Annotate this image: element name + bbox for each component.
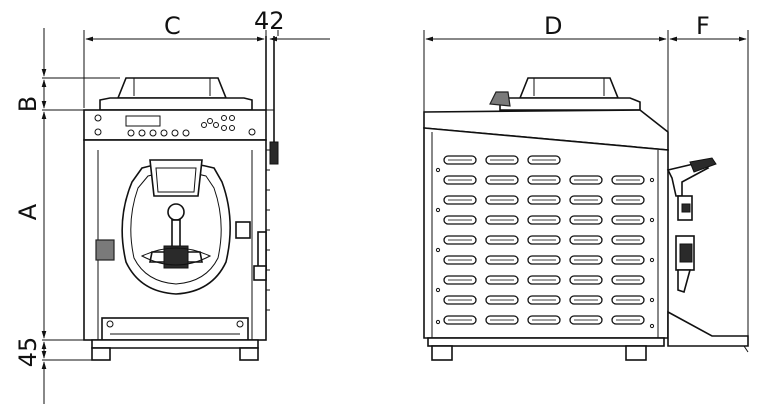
- dim-label-42: 42: [254, 7, 285, 35]
- side-view: [423, 77, 749, 361]
- side-dimensions: D F: [423, 12, 749, 340]
- handle-grip: [269, 141, 279, 165]
- side-foot-right: [625, 345, 647, 361]
- vent-slot-grid: [443, 155, 645, 325]
- side-base: [427, 337, 665, 347]
- front-lid-base: [99, 97, 253, 111]
- front-foot-left: [91, 347, 111, 361]
- front-control-panel: [83, 109, 267, 141]
- dasher-hub: [163, 245, 189, 269]
- front-foot-right: [239, 347, 259, 361]
- side-lid-base: [499, 97, 641, 111]
- drip-tray: [101, 317, 249, 341]
- side-lever-front: [257, 231, 267, 271]
- side-drip-tray: [667, 310, 749, 347]
- dim-label-c: C: [164, 12, 181, 40]
- front-view: [83, 36, 279, 361]
- dim-label-b: B: [14, 96, 42, 112]
- front-base: [91, 339, 259, 349]
- front-right-ribs: [266, 149, 270, 311]
- dim-label-f: F: [696, 12, 710, 40]
- control-buttons: [94, 114, 256, 137]
- front-hopper: [149, 159, 203, 197]
- dim-label-45: 45: [14, 337, 42, 368]
- front-dimensions: C 42 B A 45: [14, 7, 330, 404]
- door-latch-left: [95, 239, 115, 261]
- side-hinge: [489, 91, 511, 107]
- dim-label-d: D: [544, 12, 562, 40]
- dasher-knob: [167, 203, 185, 221]
- side-foot-left: [431, 345, 453, 361]
- door-latch-right: [235, 221, 251, 239]
- dim-label-a: A: [14, 203, 42, 220]
- display-window: [125, 115, 161, 127]
- side-rivets: [435, 167, 655, 329]
- side-lever-tip: [253, 265, 267, 281]
- side-lid: [518, 77, 620, 99]
